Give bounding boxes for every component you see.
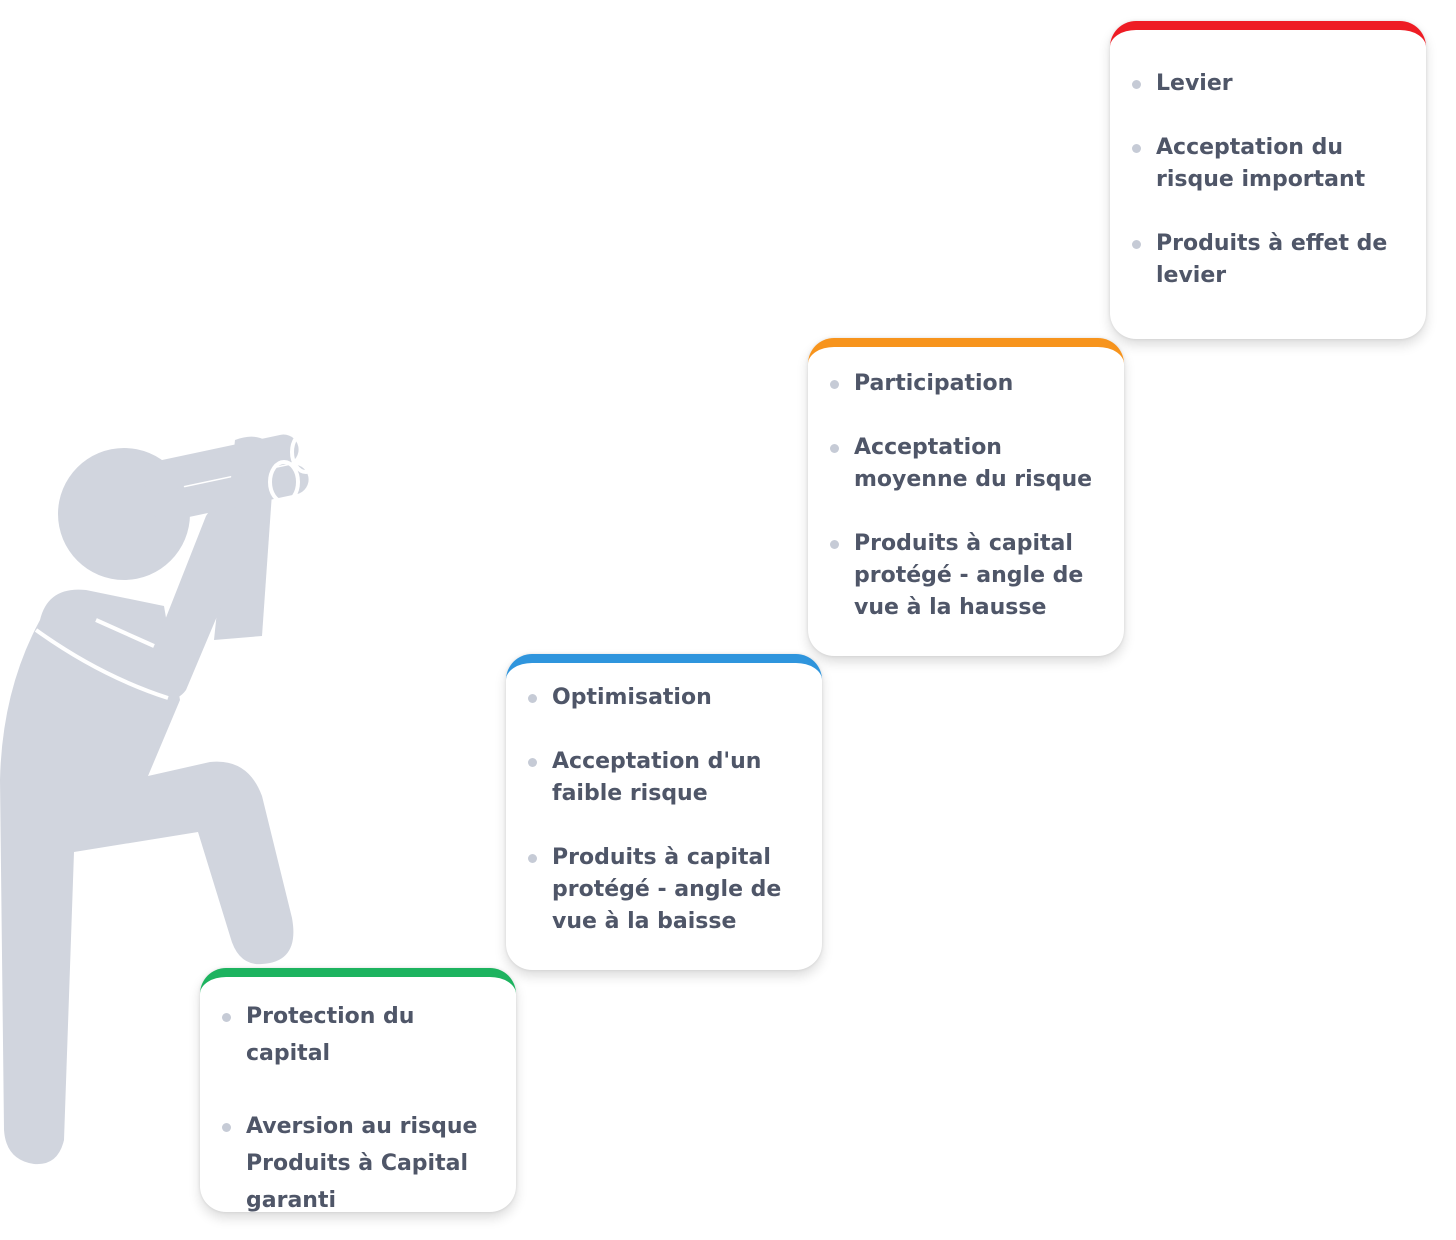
person-with-binoculars-icon	[0, 430, 322, 1165]
list-item: Participation	[830, 368, 1108, 400]
step-card-protection: Protection du capital Aversion au risque…	[200, 968, 516, 1213]
step-card-participation: Participation Acceptation moyenne du ris…	[808, 338, 1124, 656]
step-card-list: Participation Acceptation moyenne du ris…	[830, 368, 1108, 624]
bullet-icon	[830, 444, 839, 453]
bullet-icon	[222, 1013, 231, 1022]
bullet-icon	[528, 758, 537, 767]
bullet-icon	[1132, 240, 1141, 249]
list-item: Produits à capital protégé - angle de vu…	[830, 528, 1108, 624]
list-item: Acceptation moyenne du risque	[830, 432, 1108, 496]
step-card-accent-bar	[1110, 21, 1426, 47]
bullet-icon	[528, 694, 537, 703]
step-card-optimisation: Optimisation Acceptation d'un faible ris…	[506, 654, 822, 970]
bullet-icon	[222, 1123, 231, 1132]
list-item: Produits à capital protégé - angle de vu…	[528, 842, 806, 938]
bullet-icon	[830, 380, 839, 389]
list-item: Levier	[1132, 68, 1410, 100]
step-card-accent-bar	[200, 968, 516, 994]
step-card-levier: Levier Acceptation du risque important P…	[1110, 21, 1426, 339]
bullet-icon	[1132, 80, 1141, 89]
list-item: Acceptation d'un faible risque	[528, 746, 806, 810]
list-item: Protection du capital	[222, 998, 500, 1072]
list-item: Aversion au risque Produits à Capital ga…	[222, 1108, 500, 1219]
step-card-accent-bar	[808, 338, 1124, 364]
step-card-accent-bar	[506, 654, 822, 680]
bullet-icon	[528, 854, 537, 863]
step-card-list: Optimisation Acceptation d'un faible ris…	[528, 682, 806, 938]
list-item: Optimisation	[528, 682, 806, 714]
list-item: Produits à effet de levier	[1132, 228, 1410, 292]
bullet-icon	[830, 540, 839, 549]
list-item: Acceptation du risque important	[1132, 132, 1410, 196]
step-card-list: Levier Acceptation du risque important P…	[1132, 68, 1410, 292]
step-card-list: Protection du capital Aversion au risque…	[222, 998, 500, 1219]
bullet-icon	[1132, 144, 1141, 153]
